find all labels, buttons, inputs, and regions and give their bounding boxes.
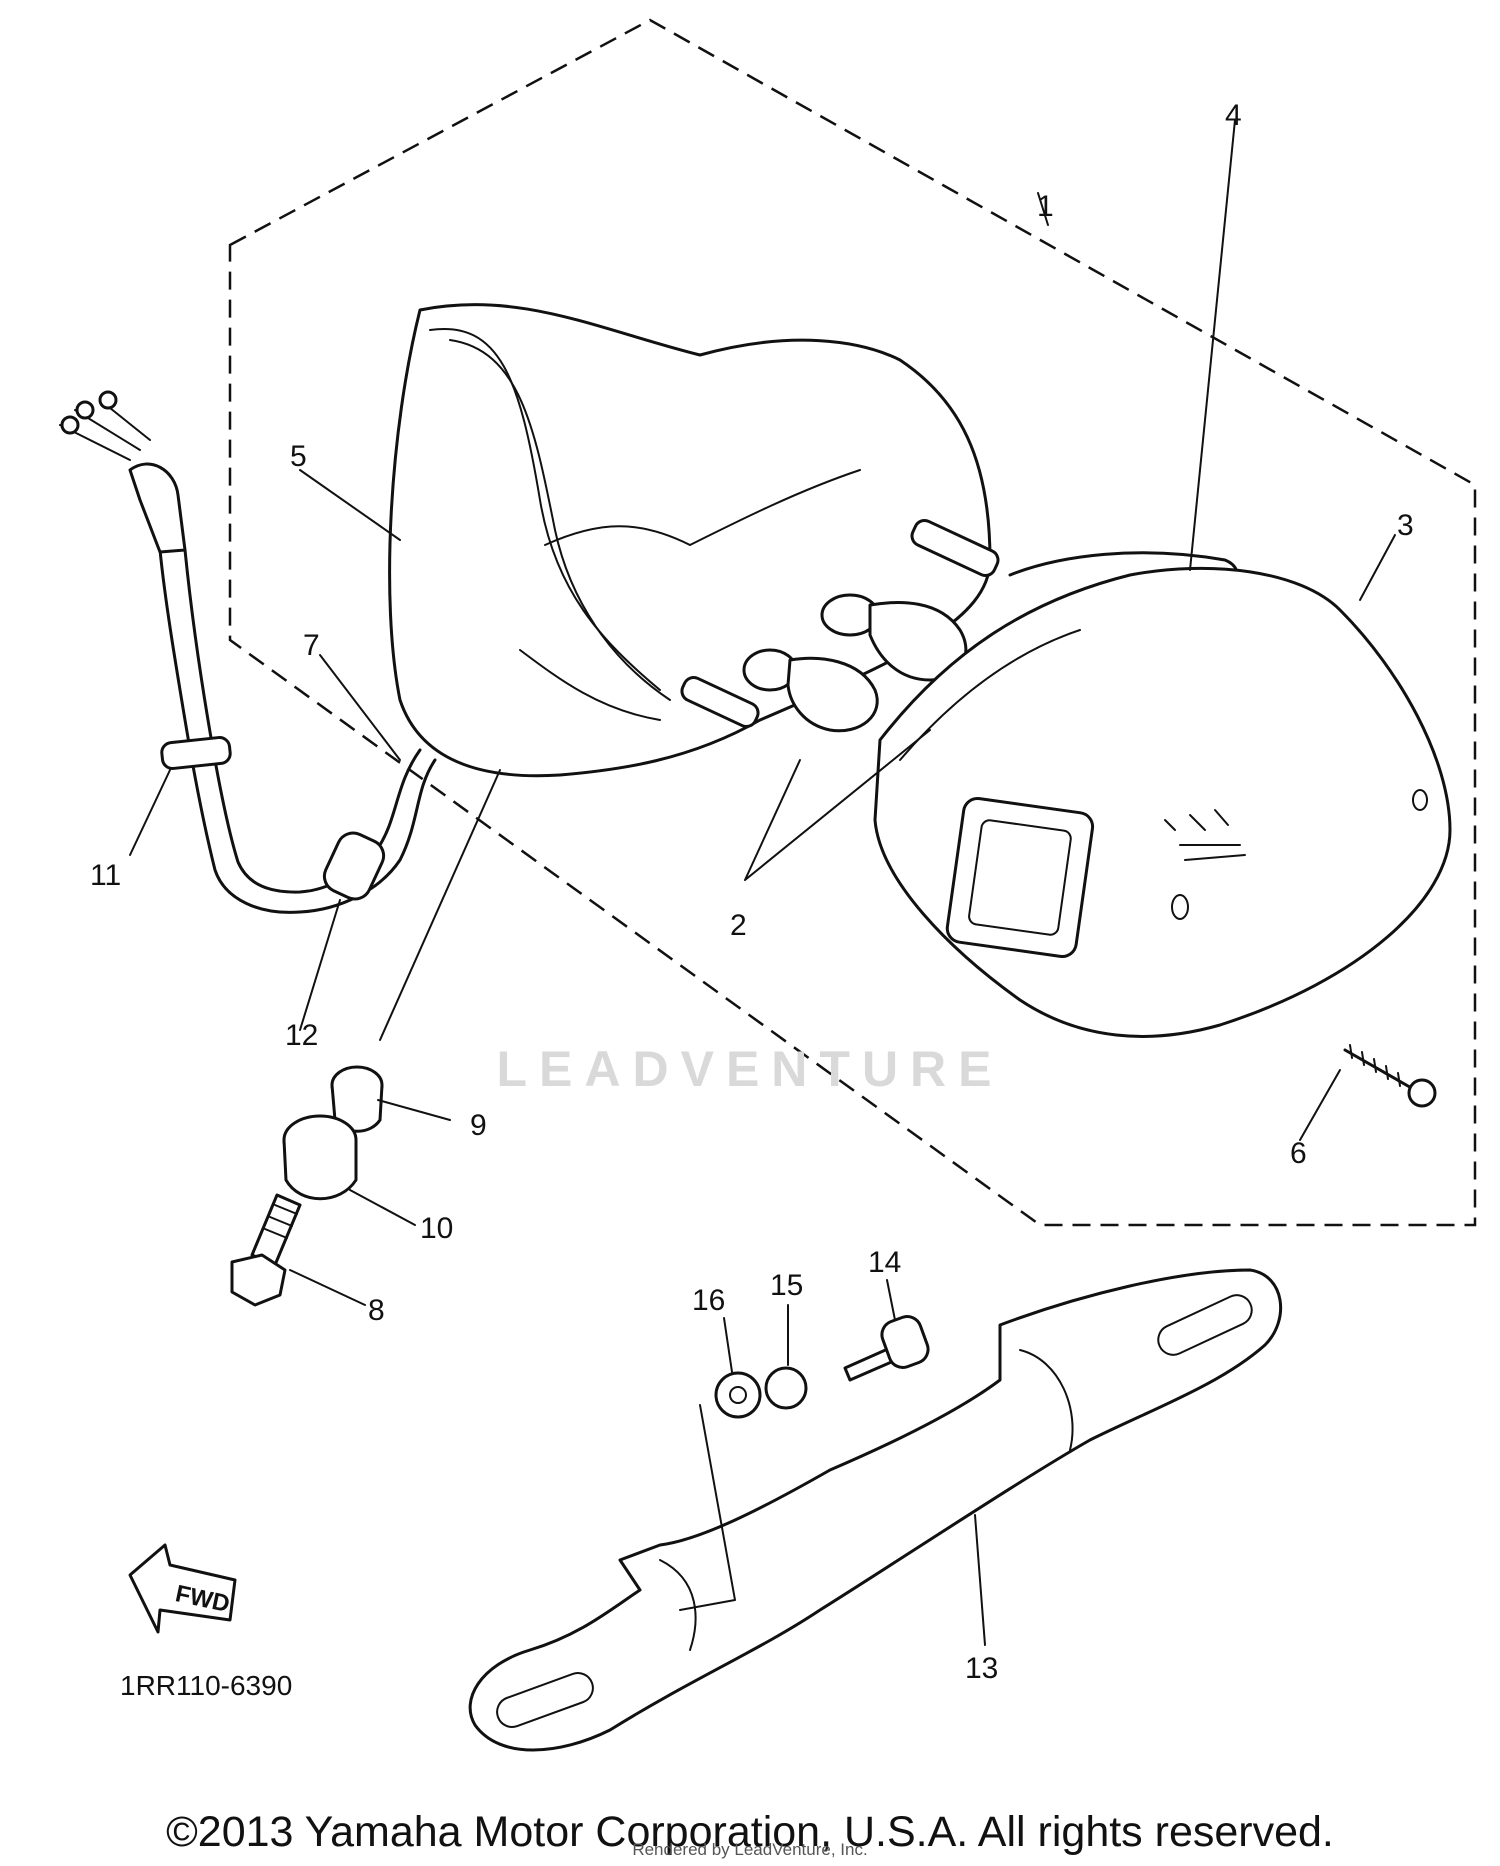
callout-16: 16	[692, 1284, 725, 1317]
part-15-washer	[764, 1366, 808, 1410]
part-3-lens	[873, 566, 1452, 1038]
callout-8: 8	[368, 1294, 385, 1327]
part-14-bolt	[843, 1315, 930, 1382]
callout-15: 15	[770, 1269, 803, 1302]
callout-12: 12	[285, 1019, 318, 1052]
part-13-bracket	[468, 1268, 1282, 1752]
part-6-screw	[1343, 1044, 1437, 1108]
rendered-by-text: Rendered by LeadVenture, Inc.	[632, 1840, 868, 1859]
callout-11: 11	[90, 859, 121, 892]
part-10-damper	[282, 1114, 358, 1201]
callout-13: 13	[965, 1652, 998, 1685]
fwd-arrow: FWD	[128, 1543, 237, 1634]
callout-3: 3	[1397, 509, 1414, 542]
callout-6: 6	[1290, 1137, 1307, 1170]
leader-lines	[129, 119, 1396, 1646]
callout-7: 7	[303, 629, 320, 662]
bracket-bolt-path	[679, 1404, 736, 1611]
wiring-harness	[59, 390, 437, 914]
callout-9: 9	[470, 1109, 487, 1142]
callout-10: 10	[420, 1212, 453, 1245]
copyright-text: ©2013 Yamaha Motor Corporation, U.S.A. A…	[166, 1808, 1334, 1856]
part-5-housing-base	[388, 303, 1000, 778]
callout-1: 1	[1037, 190, 1054, 223]
callout-2: 2	[730, 909, 747, 942]
part-9-collar	[330, 1065, 384, 1133]
callout-5: 5	[290, 440, 307, 473]
callout-14: 14	[868, 1246, 901, 1279]
part-8-bolt	[230, 1193, 302, 1307]
callout-4: 4	[1225, 99, 1242, 132]
watermark: LEADVENTURE	[496, 1041, 1004, 1097]
drawing-number: 1RR110-6390	[120, 1670, 292, 1701]
part-16-nut	[714, 1371, 762, 1419]
assembly-boundary	[228, 18, 1477, 1227]
